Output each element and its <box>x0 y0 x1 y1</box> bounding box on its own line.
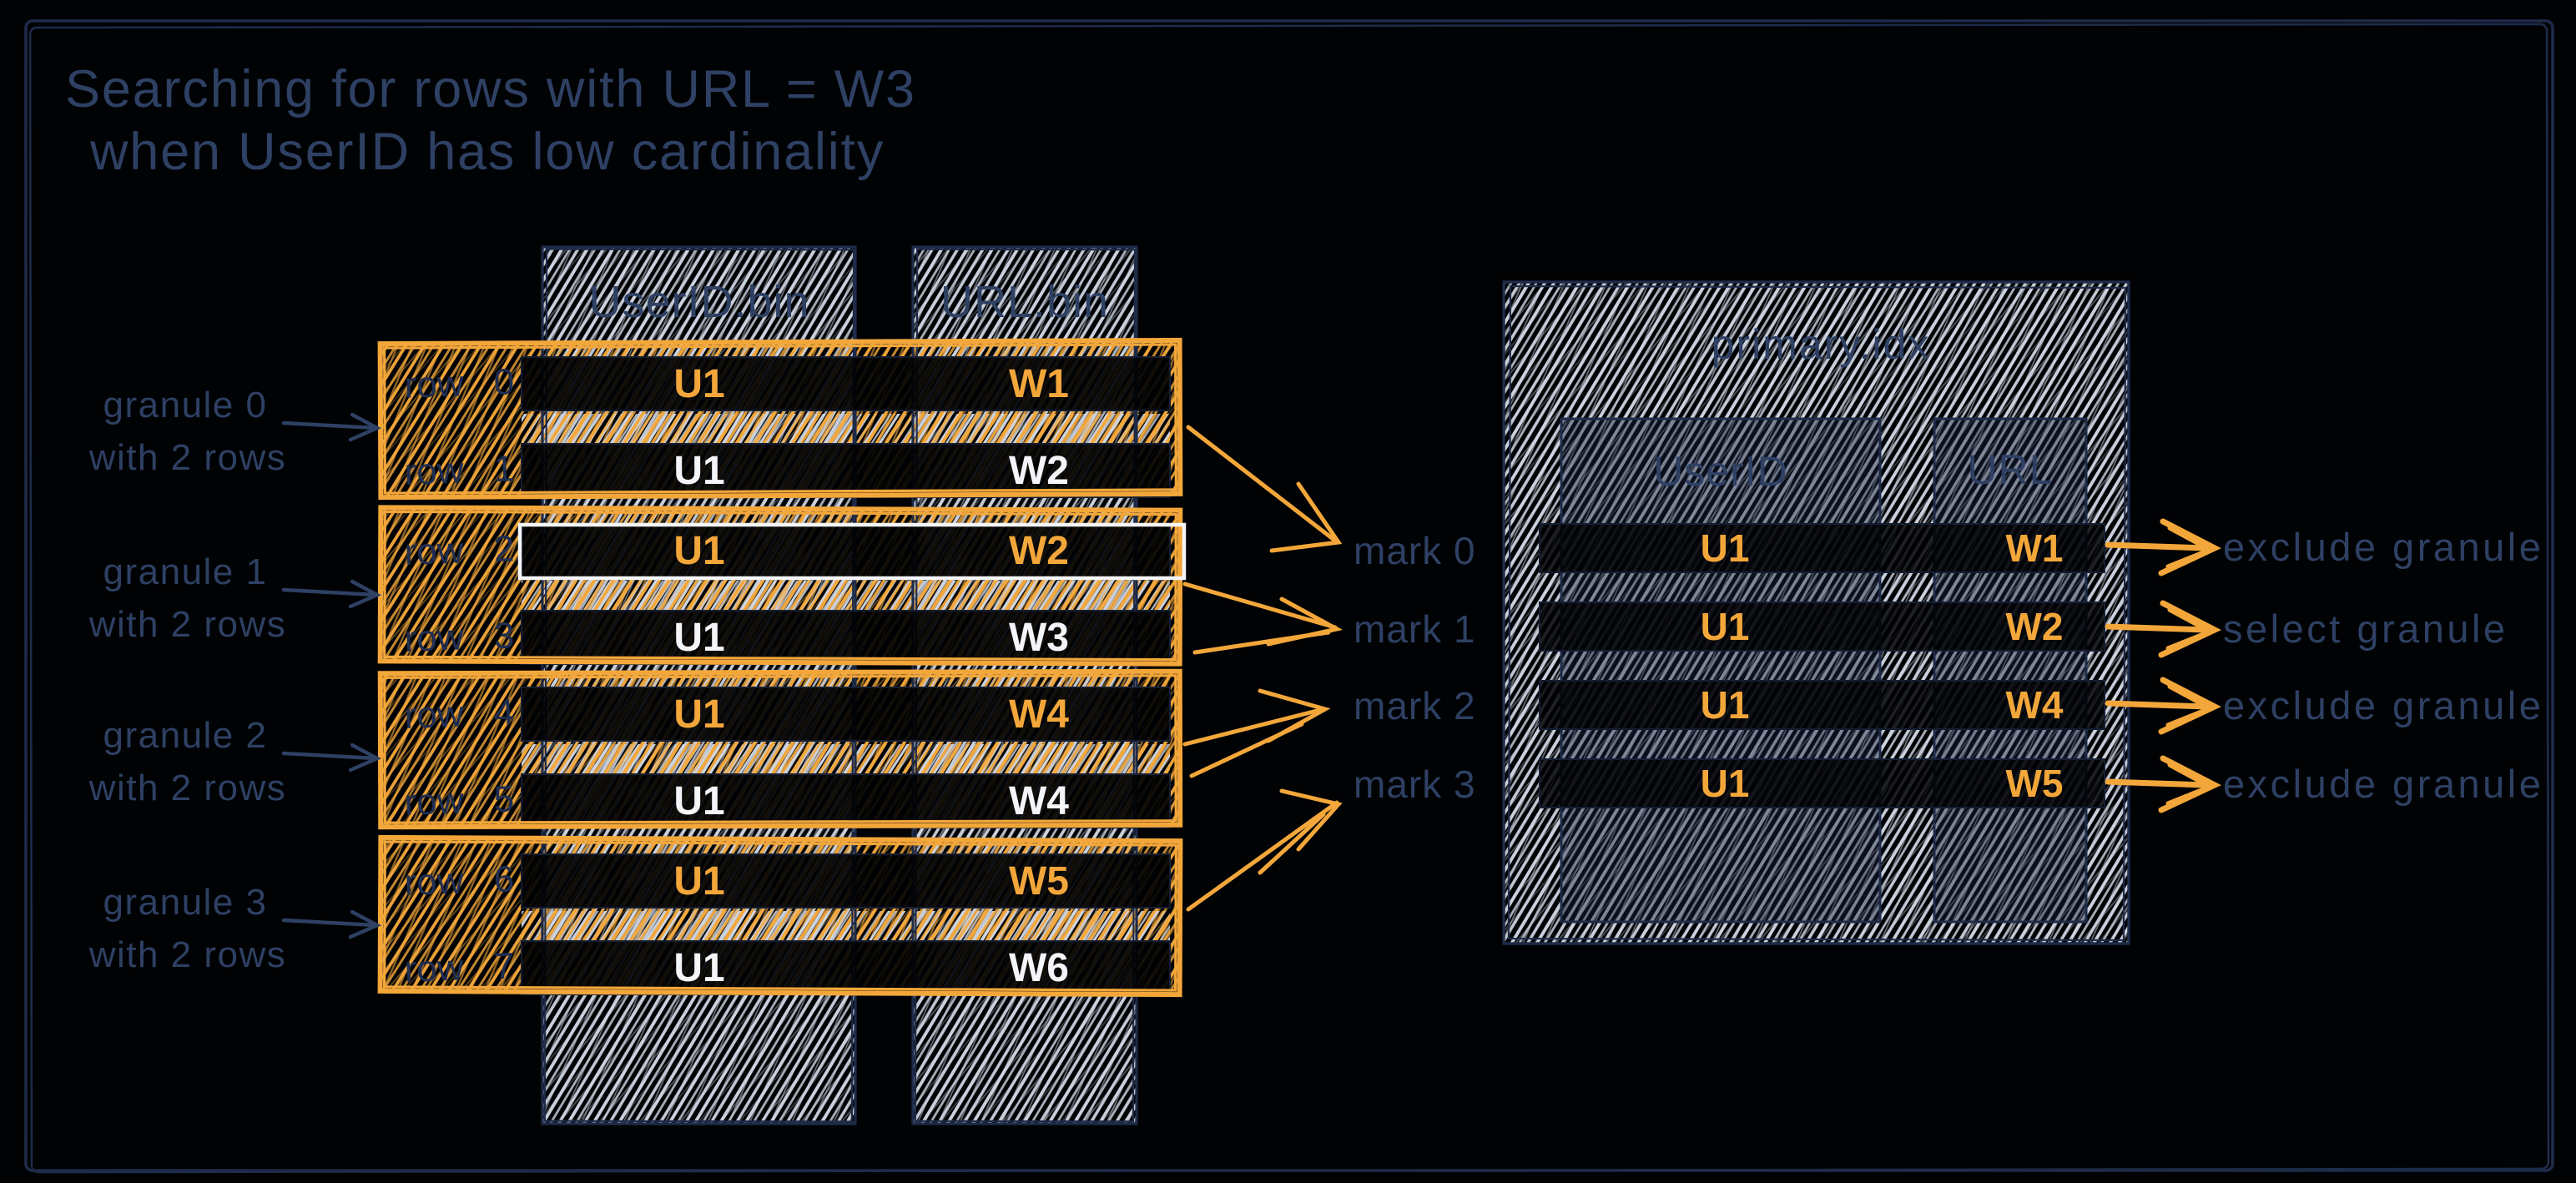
svg-text:mark 0: mark 0 <box>1354 529 1476 572</box>
svg-text:UserID: UserID <box>1653 448 1788 495</box>
svg-text:W2: W2 <box>2006 605 2064 648</box>
svg-text:exclude granule: exclude granule <box>2223 683 2543 727</box>
svg-text:row: row <box>404 780 465 823</box>
svg-text:U1: U1 <box>673 946 724 990</box>
svg-text:granule 1: granule 1 <box>103 551 268 592</box>
svg-text:U1: U1 <box>1701 762 1750 805</box>
svg-text:granule 2: granule 2 <box>103 715 268 756</box>
svg-text:mark 1: mark 1 <box>1354 607 1476 651</box>
svg-text:row: row <box>404 693 465 736</box>
svg-text:7: 7 <box>493 945 515 987</box>
svg-text:1: 1 <box>493 448 515 490</box>
svg-text:0: 0 <box>493 361 515 403</box>
svg-text:W5: W5 <box>2006 762 2064 805</box>
svg-text:2: 2 <box>493 528 515 570</box>
svg-text:W4: W4 <box>1009 692 1069 737</box>
svg-text:5: 5 <box>493 778 515 820</box>
svg-text:with 2 rows: with 2 rows <box>88 768 287 808</box>
svg-text:U1: U1 <box>1701 605 1750 648</box>
svg-text:W3: W3 <box>1009 616 1069 660</box>
svg-text:U1: U1 <box>1701 683 1750 727</box>
svg-text:row: row <box>404 450 465 492</box>
svg-text:granule 3: granule 3 <box>103 882 268 923</box>
svg-text:with 2 rows: with 2 rows <box>88 604 287 645</box>
svg-text:mark 2: mark 2 <box>1354 684 1476 727</box>
svg-text:with 2 rows: with 2 rows <box>88 437 287 478</box>
svg-text:3: 3 <box>493 615 515 657</box>
svg-text:exclude granule: exclude granule <box>2223 762 2543 806</box>
svg-text:U1: U1 <box>1701 526 1750 570</box>
svg-text:row: row <box>404 363 465 405</box>
svg-text:row: row <box>404 530 465 572</box>
svg-text:U1: U1 <box>673 692 724 737</box>
svg-text:URL: URL <box>1967 446 2053 493</box>
svg-text:W5: W5 <box>1009 859 1069 904</box>
svg-text:when UserID has low cardinalit: when UserID has low cardinality <box>89 123 885 181</box>
svg-text:W2: W2 <box>1009 529 1069 573</box>
svg-text:U1: U1 <box>673 616 724 660</box>
svg-text:row: row <box>404 617 465 659</box>
svg-text:row: row <box>404 947 465 989</box>
svg-text:W1: W1 <box>1009 362 1069 406</box>
svg-text:U1: U1 <box>673 362 724 406</box>
svg-text:primary.idx: primary.idx <box>1711 321 1931 368</box>
svg-text:U1: U1 <box>673 529 724 573</box>
svg-text:U1: U1 <box>673 779 724 823</box>
svg-text:W2: W2 <box>1009 449 1069 493</box>
svg-text:W4: W4 <box>2006 683 2064 727</box>
svg-text:U1: U1 <box>673 449 724 493</box>
svg-text:6: 6 <box>493 858 515 900</box>
svg-text:row: row <box>404 860 465 903</box>
svg-text:U1: U1 <box>673 859 724 904</box>
svg-text:4: 4 <box>493 692 515 733</box>
svg-text:exclude granule: exclude granule <box>2223 525 2543 569</box>
svg-text:with 2 rows: with 2 rows <box>88 934 287 975</box>
svg-text:W6: W6 <box>1009 946 1069 990</box>
svg-text:Searching for rows with URL =: Searching for rows with URL = W3 <box>65 60 916 118</box>
svg-text:UserID.bin: UserID.bin <box>588 277 809 327</box>
svg-text:granule 0: granule 0 <box>103 385 268 425</box>
svg-text:mark 3: mark 3 <box>1354 763 1476 806</box>
svg-text:select granule: select granule <box>2223 607 2508 651</box>
svg-text:URL.bin: URL.bin <box>940 277 1109 327</box>
svg-text:W4: W4 <box>1009 779 1069 823</box>
svg-text:W1: W1 <box>2006 526 2064 570</box>
